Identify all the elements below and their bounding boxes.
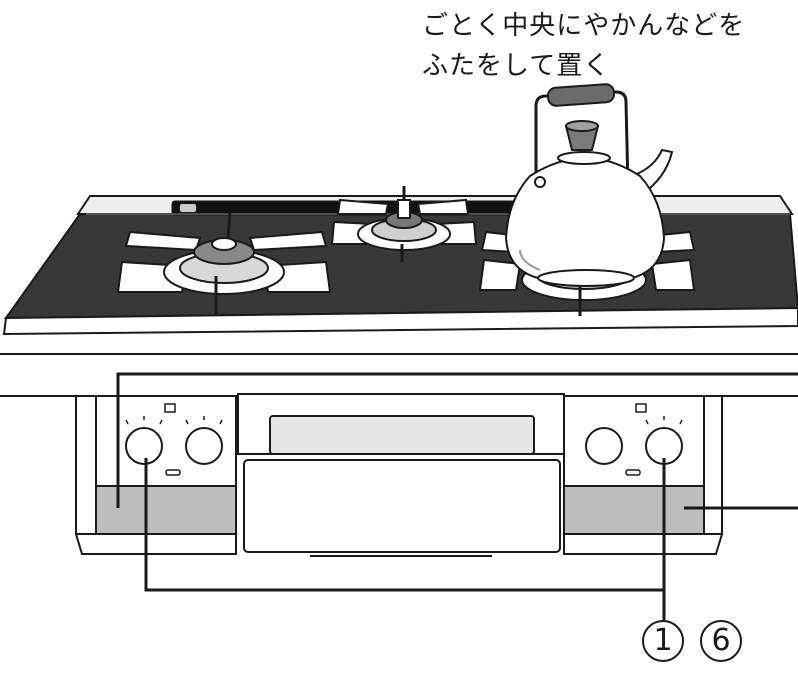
front-panel [0, 393, 798, 557]
rear-burner [330, 186, 478, 262]
callout-number-1: 1 [642, 620, 684, 662]
caption-line-2: ふたをして置く [422, 51, 611, 81]
kettle [504, 83, 674, 287]
caption-line-1: ごとく中央にやかんなどを [422, 11, 746, 41]
left-burner [116, 211, 332, 314]
caption: ごとく中央にやかんなどを ふたをして置く [422, 6, 745, 86]
callout-number-6: 6 [700, 620, 742, 662]
callout-lines [116, 372, 798, 620]
